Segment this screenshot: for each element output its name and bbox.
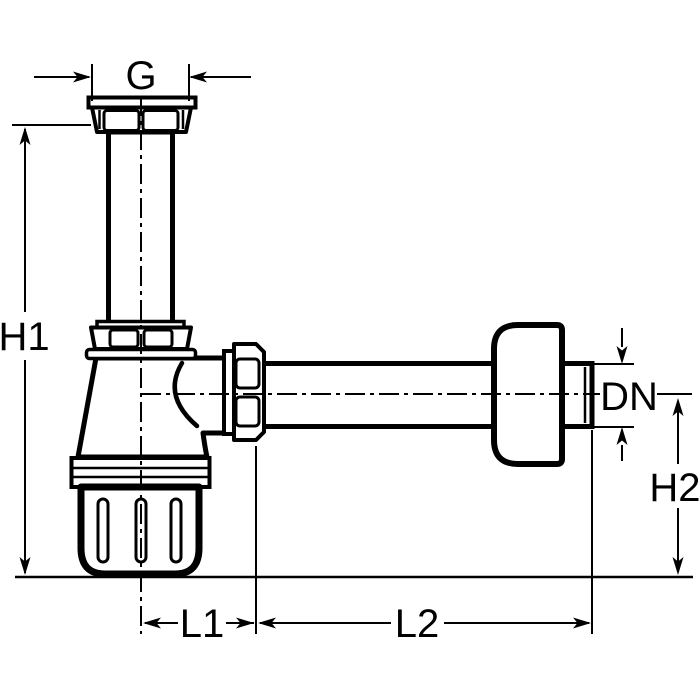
- dimension-h1: [12, 124, 91, 575]
- label-dn: DN: [600, 375, 658, 419]
- inlet-nut-top-slot: [102, 109, 141, 132]
- cup-grip-rib: [96, 497, 110, 564]
- dimension-l2: [258, 430, 593, 634]
- label-l2: L2: [395, 602, 440, 646]
- outlet-nut: [222, 342, 266, 442]
- label-h2: H2: [649, 466, 700, 510]
- arrowhead: [573, 617, 591, 629]
- trap-cup: [77, 483, 203, 578]
- arrowhead: [19, 127, 31, 145]
- inlet-nut-bottom-slot: [142, 328, 174, 349]
- inlet-nut-bottom-slot: [108, 328, 140, 349]
- arrowhead: [73, 71, 91, 83]
- trap-body-elbow-arc: [172, 360, 200, 429]
- label-l1: L1: [180, 602, 225, 646]
- inlet-nut-top-edge-lines: [98, 110, 185, 129]
- label-h1: H1: [0, 315, 50, 359]
- outlet-nut-body: [232, 342, 266, 442]
- outlet-nut-slot: [234, 357, 261, 390]
- dimension-g: [34, 64, 251, 101]
- label-g: G: [125, 54, 156, 98]
- arrowhead: [672, 557, 684, 575]
- dimension-h2: [657, 393, 692, 575]
- outlet-nut-slot: [234, 395, 261, 428]
- arrowhead: [236, 617, 254, 629]
- arrowhead: [616, 427, 628, 445]
- trap-body-outline: [75, 355, 233, 460]
- arrowhead: [672, 398, 684, 416]
- arrowhead: [616, 346, 628, 364]
- arrowhead: [189, 71, 207, 83]
- arrowhead: [258, 617, 276, 629]
- trap-body: [75, 355, 233, 460]
- cup-grip-rib: [169, 497, 183, 564]
- inlet-nut-top-slot: [141, 109, 180, 132]
- dimension-dn: [565, 328, 634, 461]
- arrowhead: [143, 617, 161, 629]
- dimension-l1: [143, 446, 257, 634]
- arrowhead: [19, 557, 31, 575]
